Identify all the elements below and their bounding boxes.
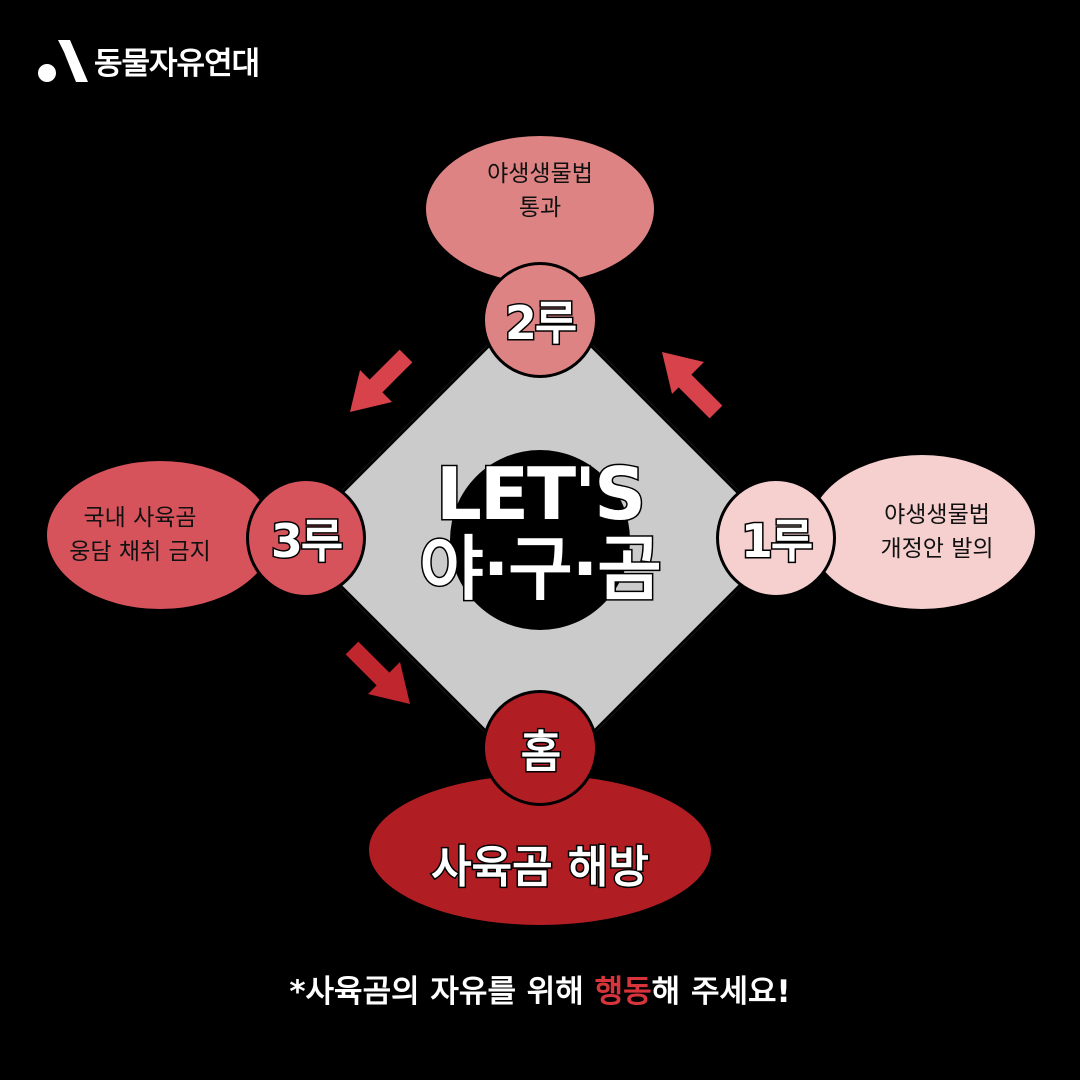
second-base-goal-text: 야생생물법 통과 <box>487 161 593 221</box>
brand-name: 동물자유연대 <box>94 45 260 82</box>
second-base-marker: 2루 <box>482 262 598 378</box>
home-goal-text: 사육곰 해방 <box>430 841 651 895</box>
first-base-goal-text: 야생생물법 개정안 발의 <box>880 502 994 562</box>
first-base-marker: 1루 <box>716 478 836 598</box>
second-base-label: 2루 <box>503 295 578 352</box>
call-to-action: *사육곰의 자유를 위해 행동해 주세요! <box>0 966 1080 1011</box>
first-base-goal-bubble: 야생생물법 개정안 발의 <box>806 452 1038 612</box>
arrow-first-to-second <box>662 352 723 419</box>
first-base-label: 1루 <box>739 513 814 570</box>
arrow-second-to-third <box>350 349 413 412</box>
arrow-third-to-home <box>345 641 410 704</box>
call-to-action-before: *사육곰의 자유를 위해 <box>289 974 595 1010</box>
center-disc <box>450 450 630 630</box>
second-base-goal-bubble: 야생생물법 통과 <box>423 133 657 285</box>
third-base-marker: 3루 <box>246 478 366 598</box>
brand-logo: 동물자유연대 <box>36 34 260 86</box>
home-base-label: 홈 <box>519 726 563 780</box>
animal-freedom-a-logo-icon <box>38 40 88 82</box>
home-base-marker: 홈 <box>482 690 598 806</box>
call-to-action-after: 해 주세요! <box>651 974 791 1010</box>
third-base-goal-text: 국내 사육곰 웅담 채취 금지 <box>69 505 211 565</box>
third-base-goal-bubble: 국내 사육곰 웅담 채취 금지 <box>44 458 276 612</box>
center-title-line1: LET'S <box>434 451 647 538</box>
call-to-action-highlight: 행동 <box>594 974 652 1010</box>
third-base-label: 3루 <box>269 513 344 570</box>
center-title-line2: 야·구·곰 <box>418 527 663 612</box>
